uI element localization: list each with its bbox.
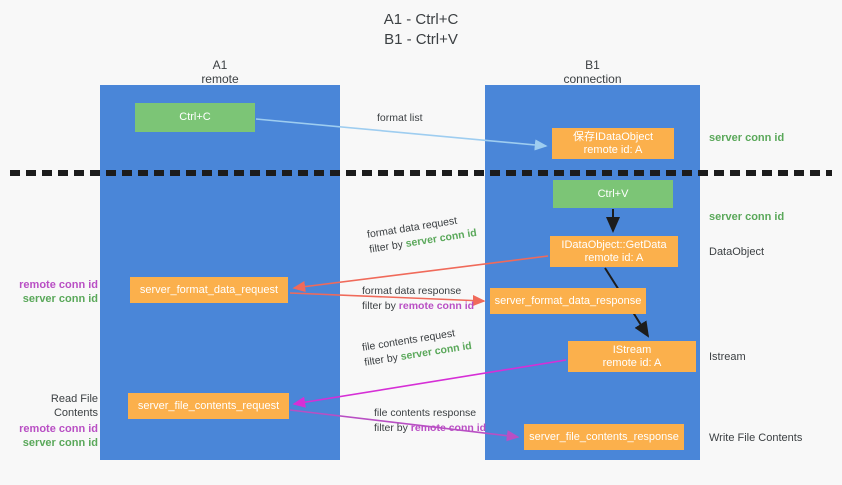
column-header-b1: B1 connection — [563, 58, 622, 86]
annotation-server-conn-id-2: server conn id — [22, 437, 98, 449]
edge-label-file-contents-request: file contents request filter by server c… — [361, 324, 473, 371]
page-title: A1 - Ctrl+C B1 - Ctrl+V — [383, 11, 459, 48]
filter-prefix: filter by — [362, 300, 399, 312]
annotation-remote-conn-id: remote conn id — [19, 279, 98, 291]
annotation-remote-conn-id-2: remote conn id — [19, 423, 98, 435]
annotation-dataobject: DataObject — [709, 246, 765, 258]
annotation-server-conn-id: server conn id — [22, 293, 98, 305]
filter-value-remote-conn-id: remote conn id — [410, 422, 487, 434]
edge-label-format-data-request: format data request filter by server con… — [366, 211, 478, 258]
node-server-file-contents-request[interactable]: server_file_contents_request — [128, 393, 289, 419]
filter-value-remote-conn-id: remote conn id — [398, 300, 475, 312]
annotation-write-file-contents: Write File Contents — [709, 432, 803, 444]
filter-prefix: filter by — [374, 422, 411, 434]
annotation-server-conn-id-top: server conn id — [709, 132, 785, 144]
edge-label-format-data-response-filter: filter by remote conn id — [362, 299, 474, 314]
node-idataobject-getdata[interactable]: IDataObject::GetData remote id: A — [550, 236, 678, 267]
annotation-conn-ids-format: remote conn id server conn id — [8, 278, 98, 306]
edge-label-format-list: format list — [377, 112, 423, 124]
filter-prefix: filter by — [368, 238, 407, 256]
annotation-read-file-contents: Read File Contents — [50, 393, 98, 419]
node-save-idataobject[interactable]: 保存IDataObject remote id: A — [552, 128, 674, 159]
annotation-read-file-contents-group: Read File Contents remote conn id server… — [8, 392, 98, 450]
filter-prefix: filter by — [363, 351, 402, 369]
node-istream[interactable]: IStream remote id: A — [568, 341, 696, 372]
edge-label-format-data-response-text: format data response — [362, 285, 462, 297]
node-server-format-data-request[interactable]: server_format_data_request — [130, 277, 288, 303]
annotation-istream: Istream — [709, 351, 746, 363]
node-ctrl-v[interactable]: Ctrl+V — [553, 180, 673, 208]
edge-label-file-contents-response-filter: filter by remote conn id — [374, 421, 486, 436]
edge-label-file-contents-response: file contents response filter by remote … — [374, 406, 486, 436]
node-server-format-data-response[interactable]: server_format_data_response — [490, 288, 646, 314]
column-header-a1: A1 remote — [201, 58, 239, 86]
edge-label-format-data-response: format data response filter by remote co… — [362, 284, 474, 314]
node-ctrl-c[interactable]: Ctrl+C — [135, 103, 255, 132]
node-server-file-contents-response[interactable]: server_file_contents_response — [524, 424, 684, 450]
dashed-divider — [10, 170, 832, 176]
annotation-server-conn-id-mid: server conn id — [709, 211, 785, 223]
edge-label-file-contents-response-text: file contents response — [374, 407, 477, 419]
